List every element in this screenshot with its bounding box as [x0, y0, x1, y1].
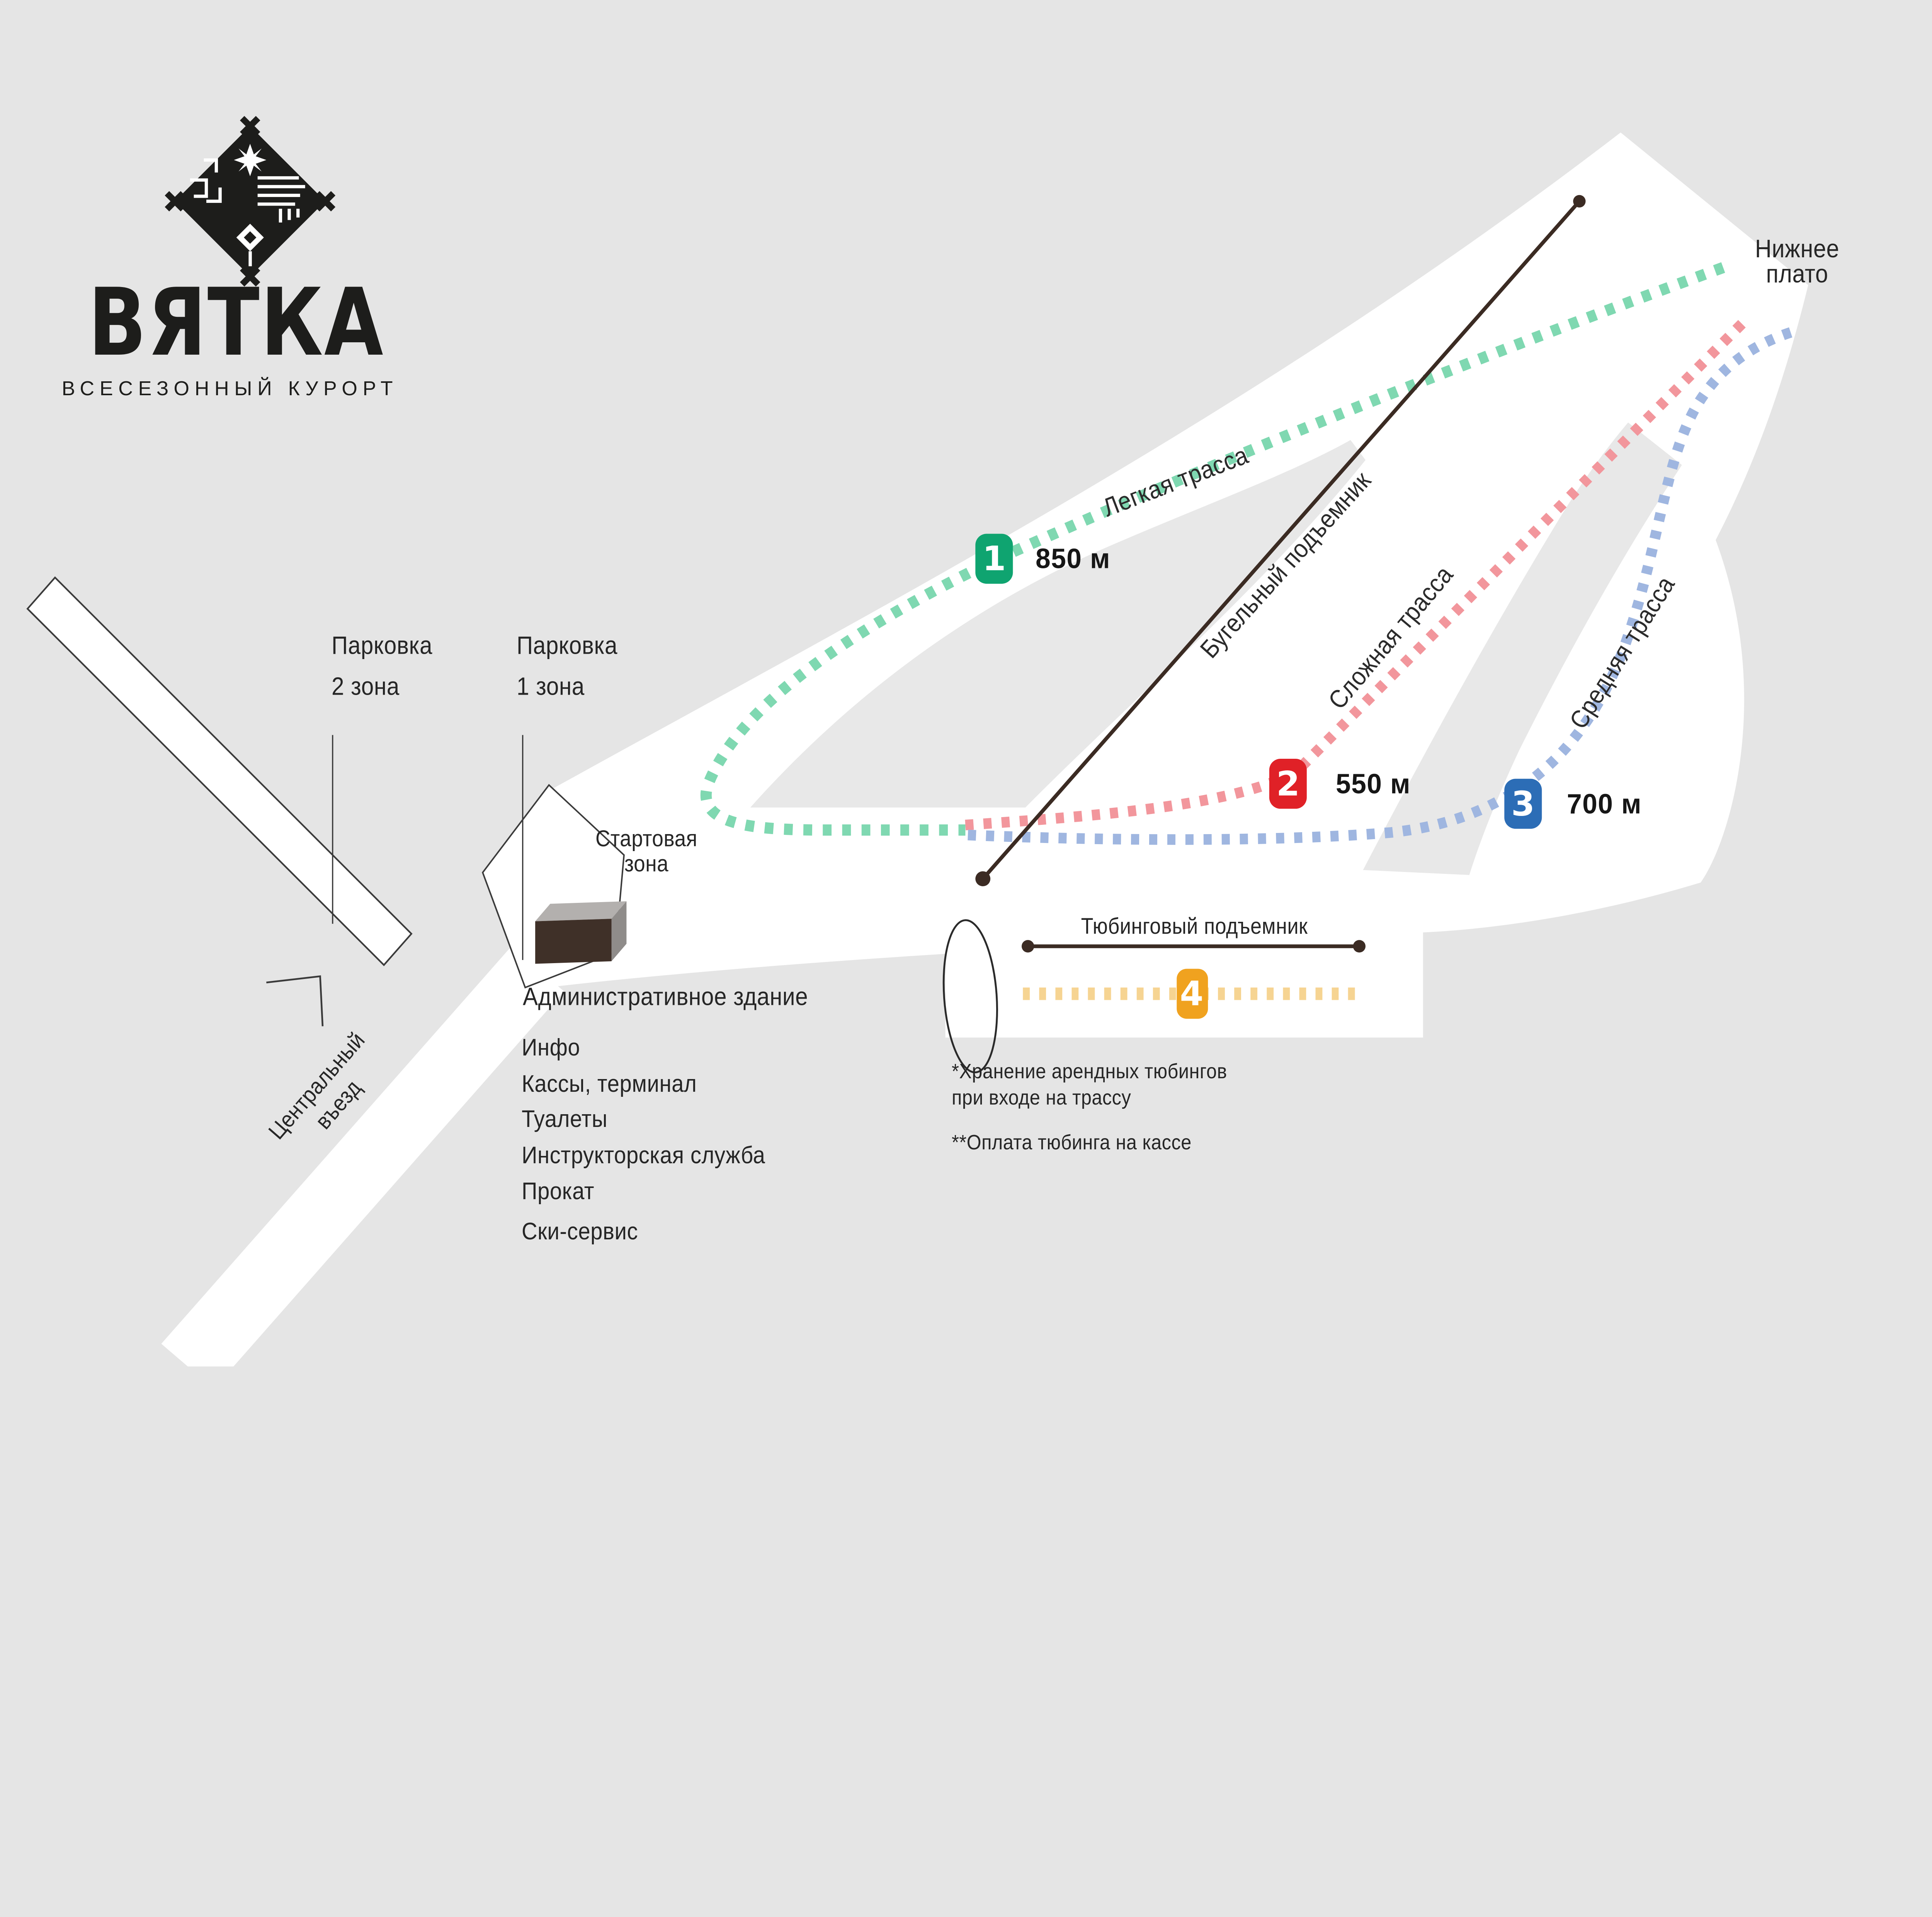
trail-1-length: 850 м	[1035, 543, 1111, 574]
trail-1-easy-path	[700, 262, 1725, 836]
logo-title: ВЯТКА	[88, 268, 384, 377]
terrain-island-right	[1363, 422, 1682, 875]
building-roof	[535, 901, 627, 921]
start-zone-label-line1: Стартовая	[595, 826, 697, 851]
tubing-storage-ellipse	[942, 919, 998, 1074]
trail-3-length: 700 м	[1567, 788, 1642, 820]
entrance-arrow-icon	[266, 975, 324, 1026]
tubing-lift-left-station	[1022, 940, 1034, 953]
trail-4-badge	[1177, 969, 1208, 1019]
surface-lift-bottom-station	[975, 871, 991, 887]
entrance-road	[161, 946, 564, 1366]
logo-ornament-icon	[165, 116, 336, 287]
parking-zone1-label-line2: 1 зона	[516, 672, 585, 700]
parking-road	[26, 576, 413, 966]
plateau-label-line2: плато	[1765, 259, 1828, 288]
resort-map-page: ВЯТКА ВСЕСЕЗОННЫЙ КУРОРТ Нижнее плато Па…	[26, 116, 1839, 1366]
note-tubing-storage-line2: при входе на трассу	[951, 1086, 1131, 1109]
trail-1-badge-number: 1	[982, 539, 1006, 579]
surface-lift-top-station	[1573, 195, 1586, 208]
admin-service-toilets: Туалеты	[521, 1105, 607, 1132]
admin-building-title: Административное здание	[523, 982, 808, 1011]
start-zone-label-line2: зона	[624, 851, 669, 877]
tubing-lift-right-station	[1353, 940, 1366, 953]
plateau-label-line1: Нижнее	[1755, 234, 1839, 263]
admin-service-instructors: Инструкторская служба	[521, 1141, 765, 1169]
trail-2-badge	[1269, 759, 1307, 809]
terrain-island-center	[750, 440, 1366, 808]
trail-1-badge	[975, 534, 1013, 584]
resort-map-graphic	[26, 116, 1808, 1366]
building-side	[611, 901, 627, 962]
trail-2-length: 550 м	[1335, 768, 1411, 800]
tubing-lift-label: Тюбинговый подъемник	[1081, 913, 1308, 939]
note-tubing-storage-line1: *Хранение арендных тюбингов	[951, 1059, 1227, 1083]
admin-service-cashdesk: Кассы, терминал	[521, 1070, 697, 1098]
admin-service-info: Инфо	[521, 1034, 580, 1061]
trail-2-badge-number: 2	[1276, 764, 1300, 804]
admin-service-skiservice: Ски-сервис	[521, 1218, 638, 1245]
logo-subtitle: ВСЕСЕЗОННЫЙ КУРОРТ	[61, 377, 398, 400]
trail-2-difficult-path	[965, 314, 1752, 831]
building-front	[535, 919, 612, 964]
parking-zone2-label-line1: Парковка	[331, 631, 432, 659]
trail-3-badge-number: 3	[1511, 784, 1535, 824]
trail-4-badge-number: 4	[1180, 974, 1204, 1014]
note-tubing-payment: **Оплата тюбинга на кассе	[951, 1131, 1192, 1154]
trail-3-badge	[1504, 778, 1542, 829]
admin-service-rental: Прокат	[521, 1178, 594, 1205]
surface-lift-line	[981, 200, 1581, 880]
parking-zone1-label-line1: Парковка	[516, 631, 617, 659]
parking-zone2-label-line2: 2 зона	[331, 672, 400, 700]
